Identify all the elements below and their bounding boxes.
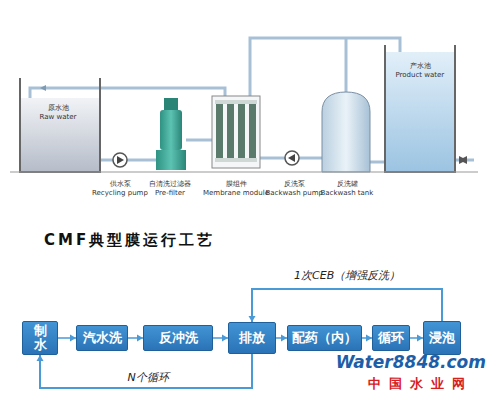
edge-label: 1次CEB（增强反洗） — [292, 269, 402, 282]
part-name: 供水泵 — [110, 180, 131, 188]
membrane-module — [212, 96, 260, 168]
part-name: 原水池 — [48, 104, 69, 112]
arrow-head — [37, 355, 44, 361]
backwash-pump — [285, 151, 299, 165]
process-box: 浸泡 — [423, 321, 461, 355]
box-text: 浸泡 — [429, 330, 455, 346]
process-box: 排放 — [228, 322, 276, 354]
box-text: 排放 — [239, 330, 265, 346]
part-name: 产水池 — [410, 62, 431, 70]
part-name: 反洗罐 — [337, 180, 358, 188]
part-name: 反洗泵 — [284, 180, 305, 188]
pre-filter — [156, 98, 186, 170]
process-box: 汽水洗 — [76, 325, 128, 351]
process-box: 配药（内） — [287, 325, 362, 351]
ground-line — [10, 172, 478, 173]
raw-water-tank — [20, 78, 100, 172]
connector — [128, 335, 143, 342]
part-name: Backwash pump — [266, 189, 323, 197]
part-name: Product water — [396, 71, 445, 79]
watermark: 中国水业网 — [368, 377, 473, 392]
box-text: 制水 — [34, 324, 47, 353]
connector-line — [252, 289, 442, 322]
part-name: Recycling pump — [92, 189, 148, 197]
edge-label: N个循环 — [126, 371, 171, 384]
flow-arrow — [40, 85, 46, 91]
part-name: Pre-filter — [155, 189, 185, 197]
connector — [410, 335, 423, 342]
box-text: 循环 — [378, 330, 404, 346]
connector — [213, 335, 228, 342]
part-name: 膜组件 — [226, 180, 247, 188]
part-name: Raw water — [40, 113, 77, 121]
part-name: Membrane module — [203, 189, 269, 197]
backwash-tank — [322, 92, 370, 172]
part-name: 自清洗过滤器 — [149, 180, 191, 188]
connector-line — [40, 354, 252, 388]
connector — [362, 335, 372, 342]
box-text: 反冲洗 — [159, 330, 198, 346]
box-text: 配药（内） — [292, 330, 357, 346]
watermark: Water8848.com — [336, 353, 486, 373]
process-box: 反冲洗 — [143, 325, 213, 351]
process-box: 循环 — [372, 325, 410, 351]
part-name: Backwash tank — [321, 189, 374, 197]
connector — [58, 335, 76, 342]
process-box: 制水 — [22, 321, 58, 355]
connector — [249, 289, 443, 322]
product-water-tank — [385, 45, 467, 172]
recycling-pump — [113, 153, 127, 167]
diagram-title: CMF典型膜运行工艺 — [44, 231, 215, 250]
connector — [37, 354, 253, 388]
box-text: 汽水洗 — [83, 330, 122, 346]
connector — [276, 335, 287, 342]
